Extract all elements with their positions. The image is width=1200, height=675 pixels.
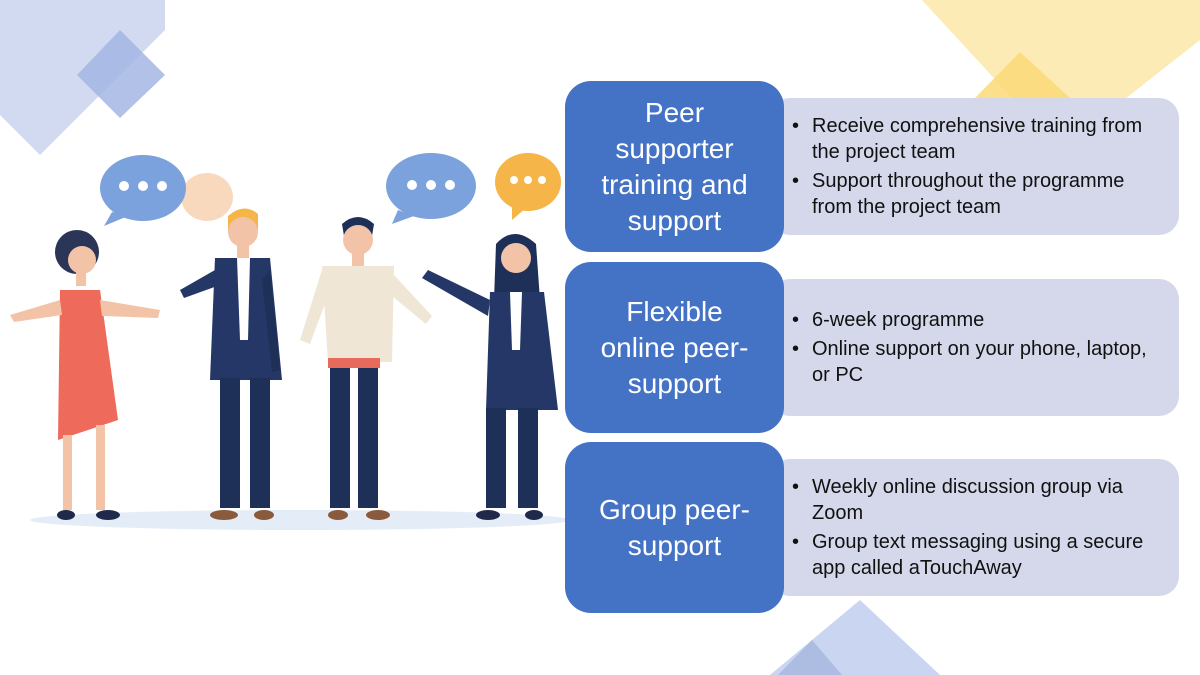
heading-box: Group peer-support bbox=[565, 442, 784, 613]
detail-box: 6-week programme Online support on your … bbox=[770, 279, 1179, 416]
people-talking-illustration bbox=[10, 153, 570, 530]
deco-diamond-top-left-small bbox=[77, 30, 165, 118]
bullet-list: Receive comprehensive training from the … bbox=[792, 111, 1163, 223]
info-row-flexible: 6-week programme Online support on your … bbox=[565, 262, 1179, 433]
bullet-item: Support throughout the programme from th… bbox=[792, 168, 1163, 220]
speech-bubble-icon bbox=[386, 153, 561, 224]
info-row-group: Weekly online discussion group via Zoom … bbox=[565, 442, 1179, 613]
heading-box: Flexible online peer-support bbox=[565, 262, 784, 433]
bullet-list: Weekly online discussion group via Zoom … bbox=[792, 472, 1163, 584]
person-man-blond bbox=[180, 208, 282, 520]
detail-box: Receive comprehensive training from the … bbox=[770, 98, 1179, 235]
heading-box: Peer supporter training and support bbox=[565, 81, 784, 252]
person-man-cream-shirt bbox=[300, 217, 432, 520]
person-woman-dark-suit bbox=[422, 234, 558, 520]
bullet-list: 6-week programme Online support on your … bbox=[792, 305, 1163, 391]
bullet-item: Receive comprehensive training from the … bbox=[792, 113, 1163, 165]
detail-box: Weekly online discussion group via Zoom … bbox=[770, 459, 1179, 596]
person-woman-red-dress bbox=[10, 230, 160, 520]
deco-triangle-top-right bbox=[922, 0, 1200, 150]
speech-bubble-icon bbox=[100, 155, 233, 226]
deco-triangle-top-right-small bbox=[975, 52, 1070, 98]
bullet-item: Group text messaging using a secure app … bbox=[792, 529, 1163, 581]
bullet-item: Weekly online discussion group via Zoom bbox=[792, 474, 1163, 526]
info-row-training: Receive comprehensive training from the … bbox=[565, 81, 1179, 252]
bullet-item: Online support on your phone, laptop, or… bbox=[792, 336, 1163, 388]
bullet-item: 6-week programme bbox=[792, 307, 1163, 333]
deco-triangle-bottom-small bbox=[778, 640, 842, 675]
